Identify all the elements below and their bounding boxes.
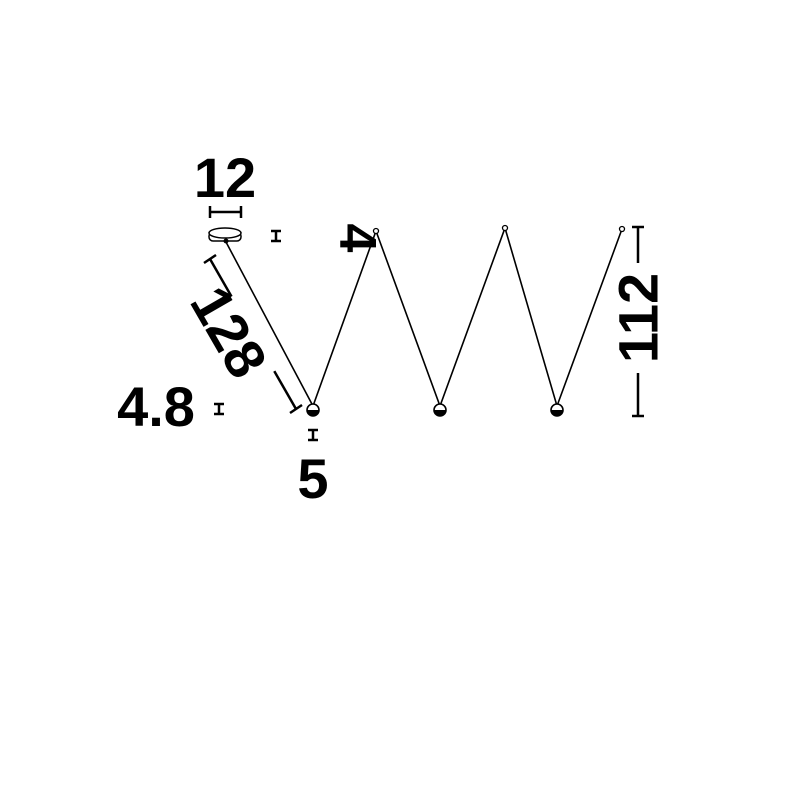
- canopy-diameter-dimension: 12: [194, 146, 256, 218]
- bulb: [550, 403, 564, 417]
- zigzag-wire: [225, 225, 623, 409]
- wire-anchor-point: [501, 224, 509, 232]
- wire-length-dimension: 128: [178, 253, 303, 415]
- bulb-height-dimension: 5: [297, 428, 329, 510]
- canopy-diameter-label: 12: [194, 146, 256, 209]
- drop-height-label: 112: [607, 273, 670, 363]
- bulb-size-dimension: 4.8: [117, 375, 224, 438]
- ceiling-canopy: [208, 227, 242, 244]
- wire-anchor-point: [372, 227, 380, 235]
- canopy-height-dimension: 4: [271, 224, 386, 253]
- bulb-size-label: 4.8: [117, 375, 195, 438]
- bulb-height-label: 5: [297, 447, 328, 510]
- canopy-height-label: 4: [328, 224, 386, 253]
- bulb: [433, 403, 447, 417]
- bulb: [306, 403, 320, 417]
- drop-height-dimension: 112: [607, 225, 670, 418]
- wire-anchor-point: [618, 225, 626, 233]
